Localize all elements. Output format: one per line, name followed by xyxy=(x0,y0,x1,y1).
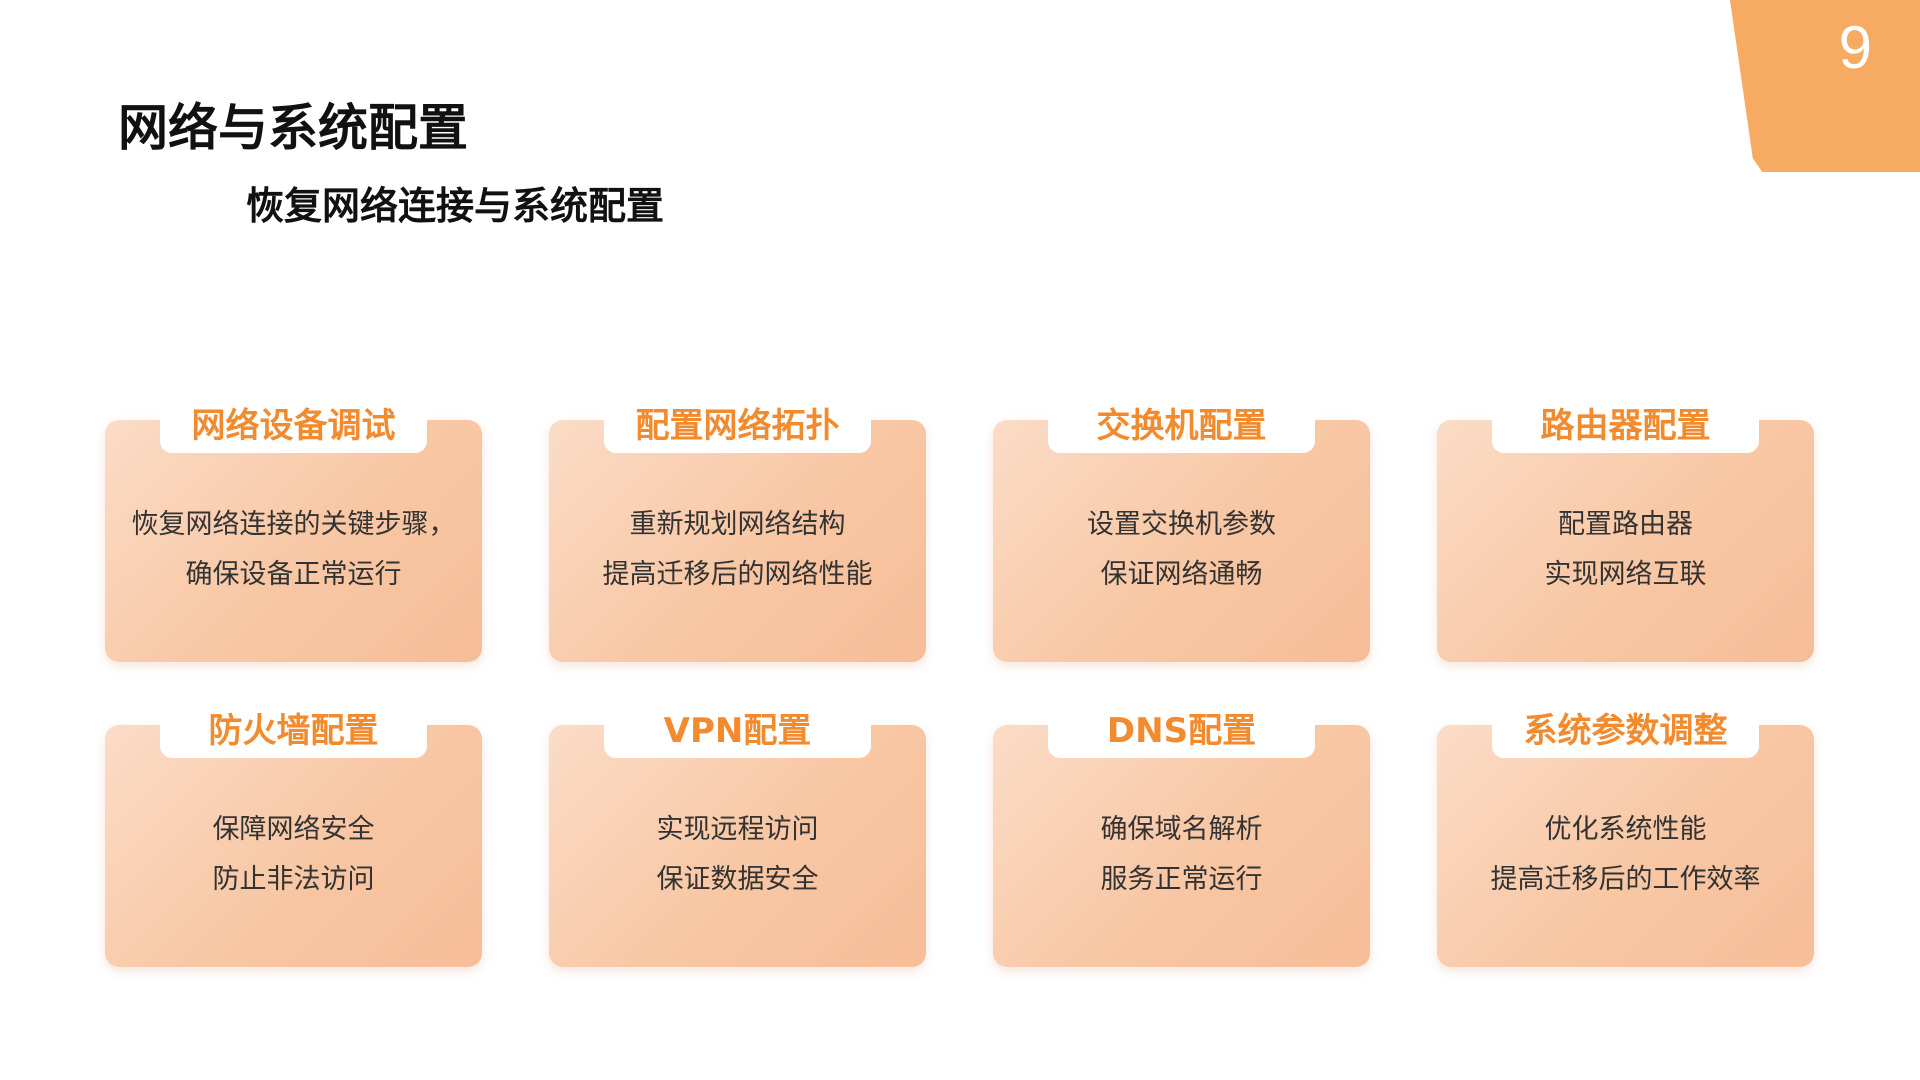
card-title: 配置网络拓扑 xyxy=(635,405,840,446)
card-title: 系统参数调整 xyxy=(1523,710,1728,751)
card-dns-config: DNS配置 确保域名解析 服务正常运行 xyxy=(993,703,1370,967)
card-body: 实现远程访问 保证数据安全 xyxy=(549,805,926,905)
card-line: 确保域名解析 xyxy=(1100,814,1263,845)
card-line: 提高迁移后的工作效率 xyxy=(1490,864,1761,895)
card-title: DNS配置 xyxy=(1106,710,1257,751)
card-title-tab: 路由器配置 xyxy=(1492,398,1759,453)
card-body: 重新规划网络结构 提高迁移后的网络性能 xyxy=(549,500,926,600)
page-subtitle: 恢复网络连接与系统配置 xyxy=(246,184,665,228)
card-line: 实现网络互联 xyxy=(1544,559,1707,590)
card-line: 配置路由器 xyxy=(1558,509,1693,540)
card-title: 网络设备调试 xyxy=(191,405,396,446)
card-body: 设置交换机参数 保证网络通畅 xyxy=(993,500,1370,600)
card-line: 提高迁移后的网络性能 xyxy=(602,559,873,590)
card-title-tab: VPN配置 xyxy=(604,703,871,758)
card-title-tab: 配置网络拓扑 xyxy=(604,398,871,453)
page-title: 网络与系统配置 xyxy=(118,99,468,157)
card-system-params: 系统参数调整 优化系统性能 提高迁移后的工作效率 xyxy=(1437,703,1814,967)
card-line: 保证网络通畅 xyxy=(1100,559,1263,590)
card-line: 优化系统性能 xyxy=(1544,814,1707,845)
page-number: 9 xyxy=(1838,14,1872,81)
card-title-tab: 系统参数调整 xyxy=(1492,703,1759,758)
card-line: 实现远程访问 xyxy=(656,814,819,845)
card-network-topology: 配置网络拓扑 重新规划网络结构 提高迁移后的网络性能 xyxy=(549,398,926,662)
page-number-tab xyxy=(1730,0,1920,172)
card-title-tab: DNS配置 xyxy=(1048,703,1315,758)
card-line: 服务正常运行 xyxy=(1100,864,1263,895)
card-line: 重新规划网络结构 xyxy=(629,509,846,540)
card-title: 交换机配置 xyxy=(1096,405,1267,446)
card-title-tab: 交换机配置 xyxy=(1048,398,1315,453)
card-title-tab: 防火墙配置 xyxy=(160,703,427,758)
card-router-config: 路由器配置 配置路由器 实现网络互联 xyxy=(1437,398,1814,662)
card-title: VPN配置 xyxy=(663,710,812,751)
card-firewall-config: 防火墙配置 保障网络安全 防止非法访问 xyxy=(105,703,482,967)
card-body: 优化系统性能 提高迁移后的工作效率 xyxy=(1437,805,1814,905)
card-vpn-config: VPN配置 实现远程访问 保证数据安全 xyxy=(549,703,926,967)
card-network-device-debug: 网络设备调试 恢复网络连接的关键步骤， 确保设备正常运行 xyxy=(105,398,482,662)
card-body: 保障网络安全 防止非法访问 xyxy=(105,805,482,905)
card-title: 防火墙配置 xyxy=(208,710,379,751)
card-line: 恢复网络连接的关键步骤， xyxy=(131,509,456,540)
card-line: 确保设备正常运行 xyxy=(185,559,402,590)
card-switch-config: 交换机配置 设置交换机参数 保证网络通畅 xyxy=(993,398,1370,662)
card-title-tab: 网络设备调试 xyxy=(160,398,427,453)
card-body: 恢复网络连接的关键步骤， 确保设备正常运行 xyxy=(105,500,482,600)
card-line: 保障网络安全 xyxy=(212,814,375,845)
card-title: 路由器配置 xyxy=(1540,405,1711,446)
card-body: 确保域名解析 服务正常运行 xyxy=(993,805,1370,905)
card-line: 防止非法访问 xyxy=(212,864,375,895)
card-line: 设置交换机参数 xyxy=(1087,509,1276,540)
card-line: 保证数据安全 xyxy=(656,864,819,895)
card-body: 配置路由器 实现网络互联 xyxy=(1437,500,1814,600)
